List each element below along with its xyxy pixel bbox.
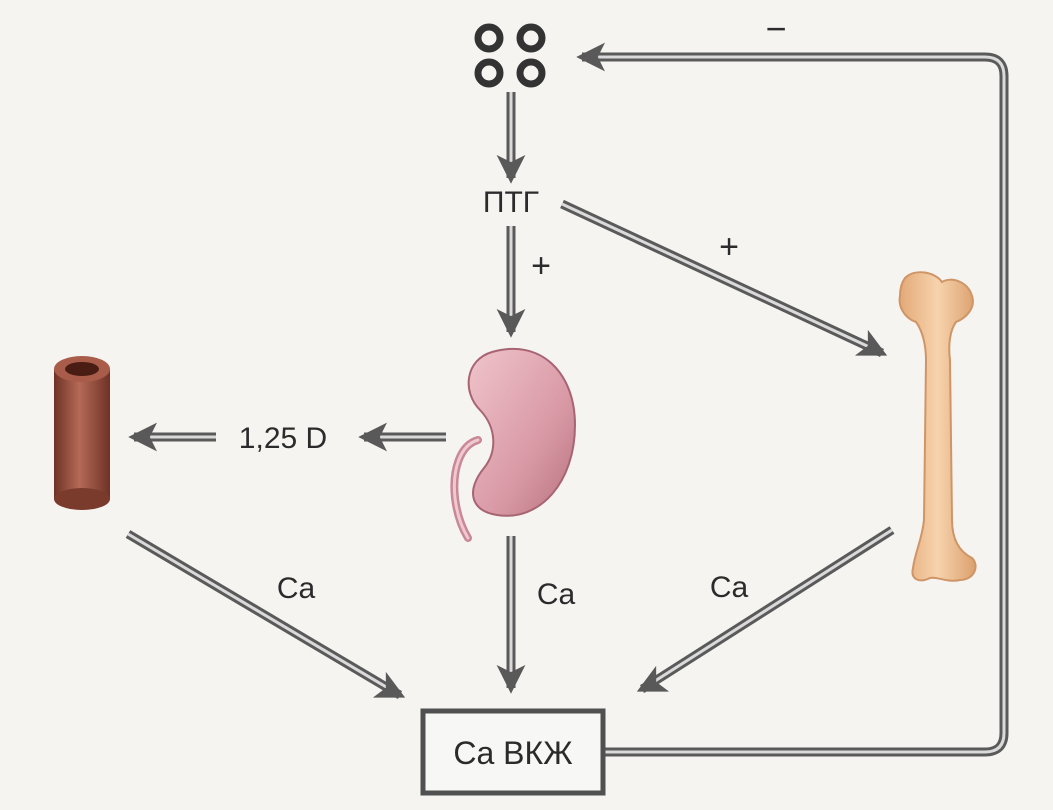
ca-intestine-label: Ca xyxy=(277,572,316,605)
pth-label: ПТГ xyxy=(483,186,539,219)
ca-bone-label: Ca xyxy=(710,571,749,604)
arrow-bone-to-ecf xyxy=(636,526,895,694)
plus-sign-bone: + xyxy=(719,228,739,266)
minus-sign-feedback: − xyxy=(765,8,786,49)
arrow-pth-to-bone xyxy=(560,199,888,358)
arrow-feedback-ecf-to-glands xyxy=(576,42,1009,757)
arrow-intestine-to-ecf xyxy=(125,530,406,700)
kidney-icon xyxy=(450,347,577,542)
ca-ecf-box xyxy=(420,708,606,796)
plus-sign-kidney: + xyxy=(531,247,551,285)
femur-bone-icon xyxy=(898,271,977,582)
ca-ecf-label: Ca ВКЖ xyxy=(453,735,573,771)
intestine-tube-icon xyxy=(54,356,110,510)
ca-kidney-label: Ca xyxy=(537,578,576,611)
four-ring-glands-icon xyxy=(474,23,546,88)
vitamin-d-label: 1,25 D xyxy=(239,422,327,455)
